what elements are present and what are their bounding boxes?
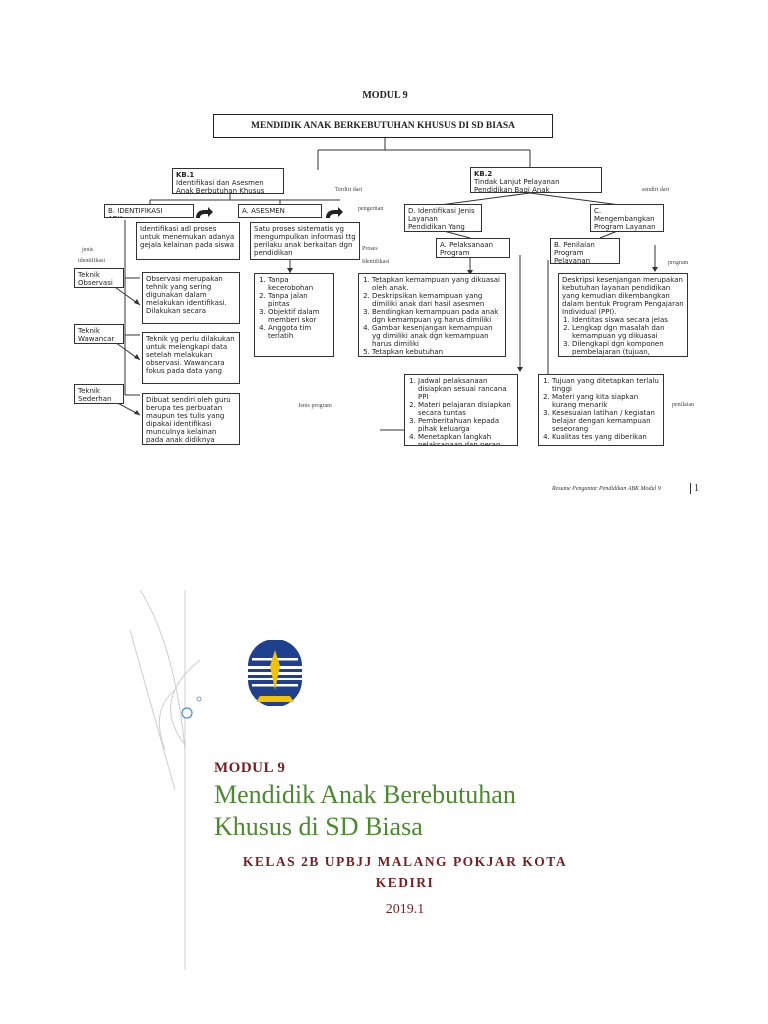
university-logo-icon: [248, 640, 302, 706]
list-item: Dilengkapi dgn komponen pembelajaran (tu…: [572, 340, 684, 356]
page-number: 1: [690, 483, 699, 494]
kb1-text: Identifikasi dan Asesmen Anak Berbutuhan…: [176, 179, 265, 194]
label-jenis-program: Jenis program: [298, 403, 332, 409]
asesmen-list-box: Tanpa kecerobohan Tanpa jalan pintas Obj…: [254, 273, 334, 357]
list-item: Tetapkan kebutuhan: [372, 348, 502, 356]
list-item: Menetapkan langkah pelaksanaan dan peran: [418, 433, 514, 445]
list-item: Tetapkan kemampuan yang dikuasai oleh an…: [372, 276, 502, 292]
sederhana-text: Dibuat sendiri oleh guru berupa tes perb…: [146, 396, 231, 444]
c-mengembangkan-text: C. Mengembangkan Program Layanan Pendidi…: [594, 207, 656, 231]
list-item: Materi yang kita siapkan kurang menarik: [552, 393, 660, 409]
cover-year: 2019.1: [385, 902, 425, 917]
label-pengertian: pengertian: [358, 206, 384, 212]
identifikasi-head: B. IDENTIFIKASI ABK: [104, 204, 194, 218]
identifikasi-definition-text: Identifikasi adl proses untuk menemukan …: [140, 225, 235, 249]
deskripsi-box: Deskripsi kesenjangan merupakan kebutuha…: [558, 273, 688, 357]
pelaksanaan-list: Jadwal pelaksanaan disiapkan sesuai ranc…: [408, 377, 514, 445]
kb2-text: Tindak Lanjut Pelayanan Pendidikan Bagi …: [474, 178, 560, 193]
label-terdiri-dari: Terdiri dari: [335, 187, 363, 193]
label-proses: Proses: [362, 246, 378, 252]
teknik-observasi-text: Teknik Observasi: [78, 271, 113, 287]
label-jenis: jenis: [82, 247, 94, 253]
observasi-text: Observasi merupakan tehnik yang sering d…: [146, 275, 227, 315]
d-identifikasi-text: D. Identifikasi Jenis Layanan Pendidikan…: [408, 207, 475, 231]
kb2-box: KB.2 Tindak Lanjut Pelayanan Pendidikan …: [470, 167, 602, 193]
page-footer: Resume Pengantar Pendidikan ABK Modul 9: [552, 486, 661, 492]
page-1: MODUL 9 MENDIDIK ANAK BERKEBUTUHAN KHUSU…: [0, 0, 768, 520]
module-label: MODUL 9: [362, 90, 408, 101]
list-item: Identitas siswa secara jelas: [572, 316, 684, 324]
asesmen-head: A. ASESMEN: [238, 204, 322, 218]
wawancara-box: Teknik yg perlu dilakukan untuk melengka…: [142, 332, 240, 384]
pelaksanaan-list-box: Jadwal pelaksanaan disiapkan sesuai ranc…: [404, 374, 518, 446]
wawancara-text: Teknik yg perlu dilakukan untuk melengka…: [146, 335, 235, 375]
list-item: Materi pelajaran disiapkan secara tuntas: [418, 401, 514, 417]
label-program: program: [668, 260, 689, 266]
list-item: Tanpa kecerobohan: [268, 276, 330, 292]
list-item: Gambar kesenjangan kemampuan yg dimiliki…: [372, 324, 502, 348]
asesmen-head-text: A. ASESMEN: [242, 207, 285, 215]
sederhana-box: Dibuat sendiri oleh guru berupa tes perb…: [142, 393, 240, 445]
cover-title-line-1: Mendidik Anak Berebutuhan: [214, 780, 516, 809]
d-identifikasi-box: D. Identifikasi Jenis Layanan Pendidikan…: [404, 204, 482, 232]
identifikasi-layanan-box: Tetapkan kemampuan yang dikuasai oleh an…: [358, 273, 506, 357]
page-number-text: 1: [690, 483, 699, 494]
label-penilaian: penilaian: [672, 402, 694, 408]
cover-title-line-2: Khusus di SD Biasa: [214, 812, 423, 841]
identifikasi-head-text: B. IDENTIFIKASI ABK: [108, 207, 163, 217]
asesmen-definition: Satu proses sistematis yg mengumpulkan i…: [250, 222, 360, 260]
c-mengembangkan-box: C. Mengembangkan Program Layanan Pendidi…: [590, 204, 664, 232]
cover-page: MODUL 9 Mendidik Anak Berebutuhan Khusus…: [0, 590, 768, 1024]
kb1-box: KB.1 Identifikasi dan Asesmen Anak Berbu…: [172, 168, 284, 194]
teknik-sederhana-text: Teknik Sederhan: [78, 387, 112, 403]
penilaian-list-box: Tujuan yang ditetapkan terlalu tinggi Ma…: [538, 374, 664, 446]
teknik-wawancara-text: Teknik Wawancar: [78, 327, 115, 343]
main-title-box: MENDIDIK ANAK BERKEBUTUHAN KHUSUS DI SD …: [213, 114, 553, 138]
teknik-observasi-label: Teknik Observasi: [74, 268, 124, 288]
list-item: Pemberitahuan kepada pihak keluarga: [418, 417, 514, 433]
cover-module-label: MODUL 9: [214, 760, 286, 776]
identifikasi-layanan-list: Tetapkan kemampuan yang dikuasai oleh an…: [362, 276, 502, 356]
list-item: Objektif dalam memberi skor: [268, 308, 330, 324]
cover-class-line-2: KEDIRI: [375, 875, 435, 890]
a-pelaksanaan-text: A. Pelaksanaan Program: [440, 241, 494, 257]
kb1-head: KB.1: [176, 171, 195, 179]
cover-class-line-1: KELAS 2B UPBJJ MALANG POKJAR KOTA: [242, 854, 568, 869]
deskripsi-list: Identitas siswa secara jelas Lengkap dgn…: [562, 316, 684, 356]
list-item: Tujuan yang ditetapkan terlalu tinggi: [552, 377, 660, 393]
b-penilaian-text: B. Penilaian Program Pelayanan: [554, 241, 595, 264]
list-item: Anggota tim terlatih: [268, 324, 330, 340]
b-penilaian-box: B. Penilaian Program Pelayanan: [550, 238, 620, 264]
asesmen-list: Tanpa kecerobohan Tanpa jalan pintas Obj…: [258, 276, 330, 340]
teknik-wawancara-label: Teknik Wawancar: [74, 324, 124, 344]
list-item: Tanpa jalan pintas: [268, 292, 330, 308]
penilaian-list: Tujuan yang ditetapkan terlalu tinggi Ma…: [542, 377, 660, 441]
list-item: Kesesuaian latihan / kegiatan belajar de…: [552, 409, 660, 433]
label-sendiri-dari: sendiri dari: [642, 187, 670, 193]
label-identifikasi-2: Identifikasi: [362, 259, 390, 265]
list-item: Lengkap dgn masalah dan kemampuan yg dik…: [572, 324, 684, 340]
main-title: MENDIDIK ANAK BERKEBUTUHAN KHUSUS DI SD …: [251, 121, 515, 131]
deskripsi-text: Deskripsi kesenjangan merupakan kebutuha…: [562, 276, 684, 316]
identifikasi-definition: Identifikasi adl proses untuk menemukan …: [136, 222, 240, 260]
list-item: Bendingkan kemampuan pada anak dgn kemam…: [372, 308, 502, 324]
asesmen-definition-text: Satu proses sistematis yg mengumpulkan i…: [254, 225, 356, 257]
a-pelaksanaan-box: A. Pelaksanaan Program: [436, 238, 510, 258]
label-identifikasi: identifikasi: [78, 258, 105, 264]
footer-text: Resume Pengantar Pendidikan ABK Modul 9: [552, 486, 661, 492]
list-item: Jadwal pelaksanaan disiapkan sesuai ranc…: [418, 377, 514, 401]
kb2-head: KB.2: [474, 170, 493, 178]
teknik-sederhana-label: Teknik Sederhan: [74, 384, 124, 404]
cover-decoration: [129, 590, 202, 970]
list-item: Kualitas tes yang diberikan: [552, 433, 660, 441]
observasi-box: Observasi merupakan tehnik yang sering d…: [142, 272, 240, 324]
list-item: Deskripsikan kemampuan yang dimiliki ana…: [372, 292, 502, 308]
